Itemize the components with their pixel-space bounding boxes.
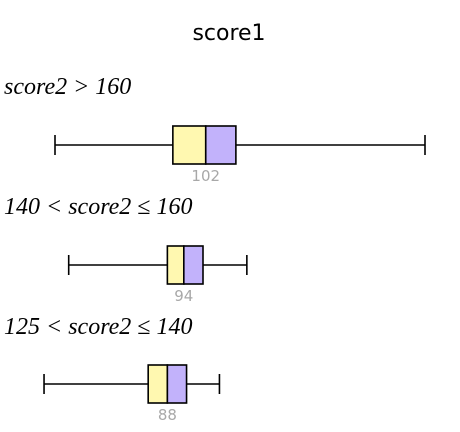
median-label: 88 xyxy=(158,406,177,424)
chart-title: score1 xyxy=(192,21,265,46)
lower-box xyxy=(166,245,185,285)
lower-box xyxy=(172,125,207,165)
upper-box xyxy=(204,125,237,165)
lower-box xyxy=(147,364,169,404)
boxplot-group: 125 < score2 ≤ 140 88 xyxy=(4,314,221,424)
boxplot-groups: score2 > 160 102 140 < score2 ≤ 160 94 125 <… xyxy=(4,74,426,424)
group-label: 140 < score2 ≤ 160 xyxy=(4,194,192,220)
boxplot-group: score2 > 160 102 xyxy=(4,74,426,185)
group-label: score2 > 160 xyxy=(4,74,131,100)
upper-box xyxy=(166,364,188,404)
median-label: 94 xyxy=(174,287,193,305)
boxplot-group: 140 < score2 ≤ 160 94 xyxy=(4,194,248,305)
upper-box xyxy=(183,245,204,285)
median-label: 102 xyxy=(191,167,220,185)
group-label: 125 < score2 ≤ 140 xyxy=(4,314,192,340)
